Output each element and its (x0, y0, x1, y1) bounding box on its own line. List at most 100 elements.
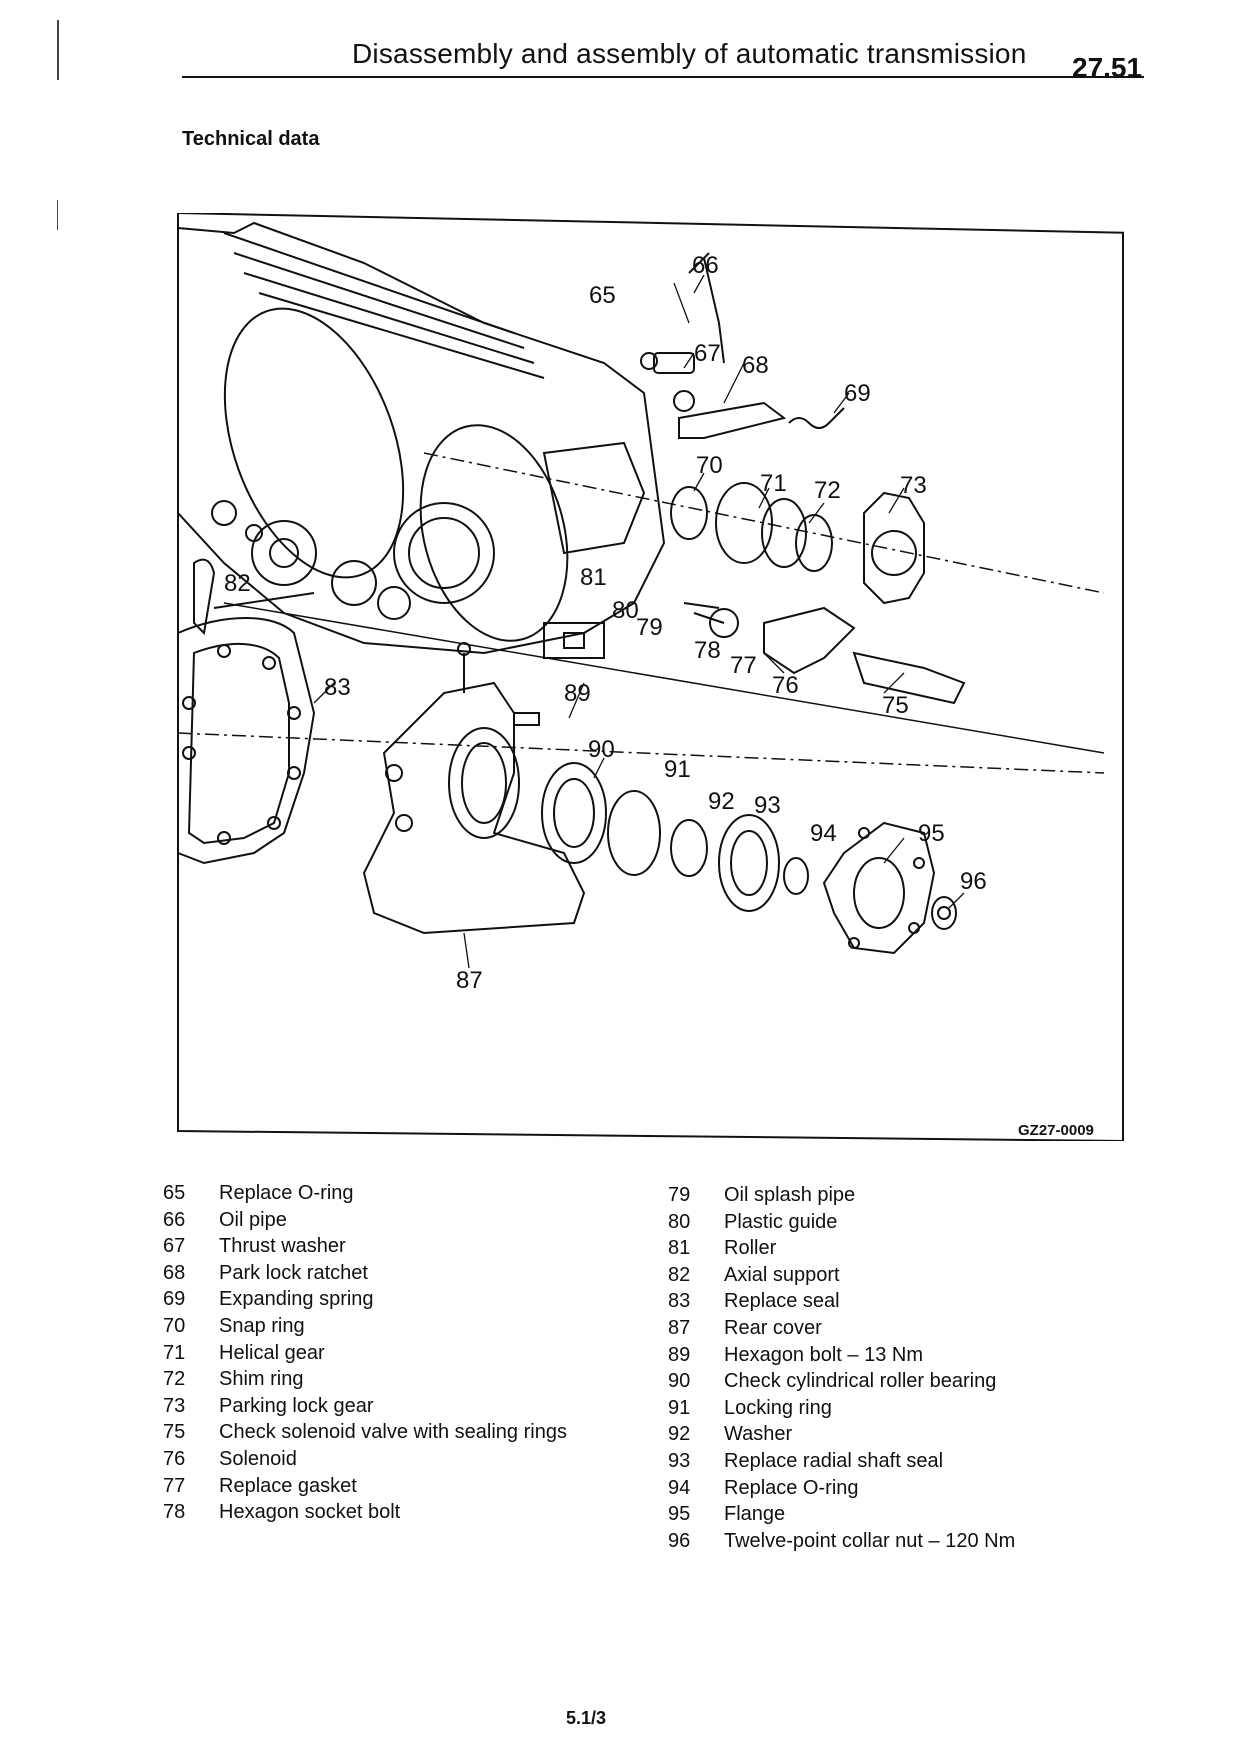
callout-96: 96 (960, 868, 987, 895)
legend-number: 96 (668, 1529, 691, 1552)
callout-70: 70 (696, 452, 723, 479)
callout-71: 71 (760, 470, 787, 497)
legend-number: 71 (163, 1341, 186, 1364)
legend-text: Plastic guide (724, 1210, 838, 1233)
legend-item: 79 Oil splash pipe (668, 1184, 1015, 1211)
legend-item: 96 Twelve-point collar nut – 120 Nm (668, 1530, 1015, 1557)
legend-item: 82 Axial support (668, 1264, 1015, 1291)
callout-67: 67 (694, 340, 721, 367)
legend-number: 69 (163, 1288, 186, 1311)
callout-82: 82 (224, 570, 251, 597)
legend-item: 73 Parking lock gear (163, 1395, 567, 1422)
legend-number: 81 (668, 1237, 691, 1260)
callout-87: 87 (456, 967, 483, 994)
legend-text: Twelve-point collar nut – 120 Nm (724, 1529, 1016, 1552)
callout-83: 83 (324, 674, 351, 701)
legend-item: 87 Rear cover (668, 1317, 1015, 1344)
legend-text: Oil splash pipe (724, 1184, 856, 1206)
callout-93: 93 (754, 792, 781, 819)
legend-number: 91 (668, 1396, 691, 1419)
legend-text: Replace gasket (219, 1474, 357, 1497)
legend-text: Park lock ratchet (219, 1261, 368, 1284)
callout-81: 81 (580, 564, 607, 591)
figure-code: GZ27-0009 (1018, 1122, 1094, 1139)
callout-77: 77 (730, 652, 757, 679)
legend-number: 77 (163, 1474, 186, 1497)
legend-text: Flange (724, 1503, 786, 1526)
legend-number: 70 (163, 1314, 186, 1337)
callout-72: 72 (814, 477, 841, 504)
callout-89: 89 (564, 680, 591, 707)
legend-number: 72 (163, 1368, 186, 1391)
legend-number: 95 (668, 1503, 691, 1526)
legend-text: Expanding spring (219, 1288, 374, 1311)
legend-item: 72 Shim ring (163, 1368, 567, 1395)
legend-text: Check cylindrical roller bearing (724, 1370, 997, 1393)
legend-number: 65 (163, 1182, 186, 1204)
legend-text: Parking lock gear (219, 1394, 374, 1417)
exploded-view-drawing: 66 65 67 68 69 70 71 72 73 75 76 77 78 7… (177, 213, 1124, 1141)
legend-item: 91 Locking ring (668, 1397, 1015, 1424)
legend-text: Axial support (724, 1263, 840, 1286)
legend-item: 66 Oil pipe (163, 1209, 567, 1236)
legend-text: Locking ring (724, 1396, 832, 1419)
legend-number: 82 (668, 1263, 691, 1286)
legend-item: 95 Flange (668, 1503, 1015, 1530)
legend-text: Rear cover (724, 1316, 822, 1339)
legend-text: Replace O-ring (219, 1182, 354, 1204)
legend-number: 94 (668, 1476, 691, 1499)
exploded-view-figure: 66 65 67 68 69 70 71 72 73 75 76 77 78 7… (164, 213, 1124, 1141)
legend-item: 69 Expanding spring (163, 1288, 567, 1315)
legend-text: Oil pipe (219, 1208, 287, 1231)
legend-text: Thrust washer (219, 1235, 346, 1258)
callout-65: 65 (589, 282, 616, 309)
legend-item: 93 Replace radial shaft seal (668, 1450, 1015, 1477)
legend-number: 87 (668, 1316, 691, 1339)
legend-text: Replace seal (724, 1290, 840, 1313)
legend-number: 75 (163, 1421, 186, 1444)
callout-80: 80 (612, 597, 639, 624)
callout-69: 69 (844, 380, 871, 407)
callout-75: 75 (882, 692, 909, 719)
callout-76: 76 (772, 672, 799, 699)
callout-68: 68 (742, 352, 769, 379)
legend-number: 93 (668, 1449, 691, 1472)
legend-text: Replace O-ring (724, 1476, 859, 1499)
legend-item: 94 Replace O-ring (668, 1477, 1015, 1504)
legend-text: Replace radial shaft seal (724, 1449, 944, 1472)
legend-number: 89 (668, 1343, 691, 1366)
legend-item: 83 Replace seal (668, 1290, 1015, 1317)
section-number: 27.51 (1072, 52, 1143, 83)
legend-item: 81 Roller (668, 1237, 1015, 1264)
legend-number: 76 (163, 1447, 186, 1470)
legend-number: 79 (668, 1184, 691, 1206)
section-heading: Technical data (182, 128, 320, 150)
callout-66: 66 (692, 252, 719, 279)
legend-item: 70 Snap ring (163, 1315, 567, 1342)
legend-text: Washer (724, 1423, 793, 1446)
callout-73: 73 (900, 472, 927, 499)
legend-number: 78 (163, 1501, 186, 1524)
legend-item: 76 Solenoid (163, 1448, 567, 1475)
legend-number: 83 (668, 1290, 691, 1313)
legend-number: 73 (163, 1394, 186, 1417)
scan-mark (57, 20, 59, 80)
header-divider (182, 76, 1144, 78)
legend-text: Solenoid (219, 1447, 297, 1470)
legend-text: Helical gear (219, 1341, 325, 1364)
legend-text: Snap ring (219, 1314, 305, 1337)
callout-79: 79 (636, 614, 663, 641)
page-title: Disassembly and assembly of automatic tr… (352, 38, 1027, 69)
legend-number: 66 (163, 1208, 186, 1231)
legend-text: Roller (724, 1237, 777, 1260)
legend-number: 90 (668, 1370, 691, 1393)
legend-item: 77 Replace gasket (163, 1475, 567, 1502)
legend-item: 71 Helical gear (163, 1342, 567, 1369)
legend-item: 65 Replace O-ring (163, 1182, 567, 1209)
legend-text: Check solenoid valve with sealing rings (219, 1421, 567, 1444)
legend-text: Shim ring (219, 1368, 304, 1391)
